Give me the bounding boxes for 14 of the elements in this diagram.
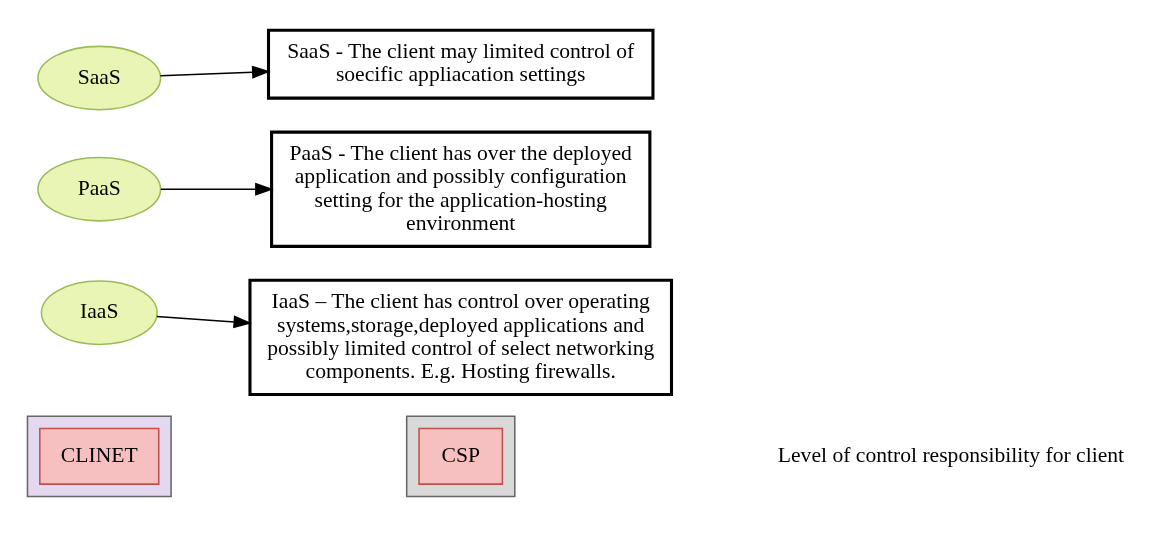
node-box: CSP [418,427,504,485]
cluster [405,414,516,497]
arrow [160,182,274,196]
node-ellipse: PaaS [37,156,162,222]
label: Level of control responsibility for client [777,442,1125,467]
node-box: SaaS - The client may limited control of soecific appliacation settings [266,28,655,100]
arrow [156,314,252,328]
node-box: PaaS - The client has over the deployed application and possibly configuration setting for the application-hosting environment [270,130,652,248]
node-ellipse: SaaS [37,45,162,110]
cluster [26,414,172,497]
arrow [159,65,271,79]
node-ellipse: IaaS [40,279,158,345]
node-box: CLINET [39,427,160,485]
node-box: IaaS – The client has control over operating systems,storage,deployed applications and possibly limited control of select networking components. E.g. Hosting firewalls. [248,278,674,396]
